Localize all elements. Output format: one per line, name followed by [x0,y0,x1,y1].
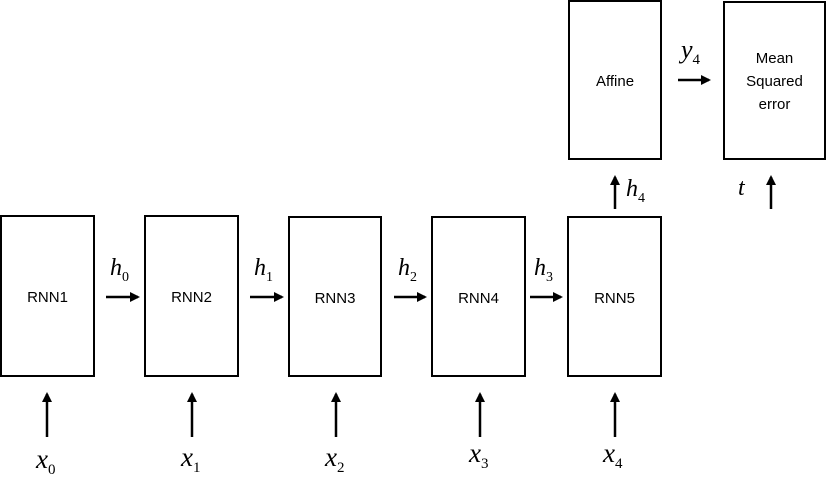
rnn2-label: RNN2 [171,289,212,306]
x3-label: x3 [468,438,488,472]
target-label: t [738,175,746,201]
rnn4-box: RNN4 [431,216,526,377]
x4-label: x4 [602,438,623,472]
h2-label: h2 [398,255,417,285]
rnn5-label: RNN5 [594,290,635,307]
loss-label-line-3: error [759,96,791,113]
affine-label: Affine [596,73,634,90]
rnn4-label: RNN4 [458,290,499,307]
loss-label-line-1: Mean [756,50,794,67]
h1-label: h1 [254,255,273,285]
h3-label: h3 [534,255,553,285]
x0-label: x0 [35,444,55,478]
y4-label: y4 [678,35,701,68]
rnn1-box: RNN1 [0,215,95,377]
rnn1-label: RNN1 [27,289,68,306]
loss-label-line-2: Squared [746,73,803,90]
h4-label: h4 [626,176,645,206]
loss-box: Mean Squared error [723,1,826,160]
affine-box: Affine [568,0,662,160]
rnn3-label: RNN3 [315,290,356,307]
rnn5-box: RNN5 [567,216,662,377]
h0-label: h0 [110,255,129,285]
rnn2-box: RNN2 [144,215,239,377]
rnn3-box: RNN3 [288,216,382,377]
x2-label: x2 [324,442,344,476]
x1-label: x1 [180,442,200,476]
